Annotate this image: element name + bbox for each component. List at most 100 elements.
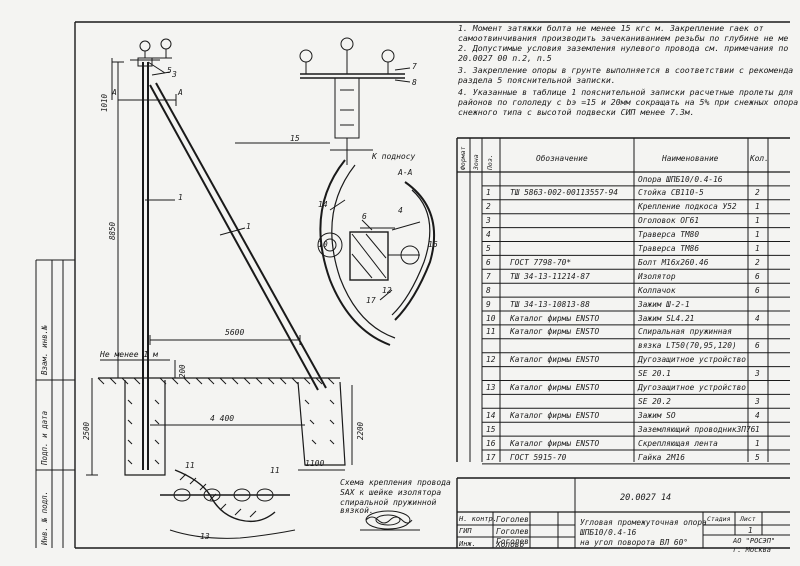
spec-name: Заземляющий проводникЗП76 <box>638 424 756 434</box>
header-designation: Обозначение <box>536 154 588 163</box>
spec-name: Опора ШПБ10/0.4-16 <box>638 174 723 184</box>
label-a-left: А <box>112 88 117 97</box>
spec-designation: Каталог фирмы ENSTO <box>510 355 600 365</box>
header-name: Наименование <box>662 154 719 163</box>
spec-designation: ГОСТ 5915-70 <box>510 452 567 462</box>
spec-name: Стойка СВ110-5 <box>638 188 704 198</box>
callout-15: 15 <box>290 134 300 143</box>
sheet-header: Лист <box>740 515 756 523</box>
spec-designation: ТШ 5863-002-00113557-94 <box>510 188 618 198</box>
spec-name: Спиральная пружинная <box>638 327 732 337</box>
spec-designation: Каталог фирмы ENSTO <box>510 438 600 448</box>
header-zone: Зона <box>472 154 480 170</box>
spec-qty: 6 <box>755 341 760 351</box>
spec-qty: 2 <box>755 188 760 198</box>
spec-qty: 3 <box>755 369 760 379</box>
scheme-caption-3: спиральной пружинной <box>340 498 437 507</box>
wire-fixing-scheme <box>160 469 420 539</box>
spec-designation: Каталог фирмы ENSTO <box>510 410 600 420</box>
spec-pos: 16 <box>486 438 496 448</box>
callout-1b: 1 <box>246 222 251 231</box>
spec-name: Дугозащитное устройство <box>638 355 746 365</box>
label-k-podnosu: К подносу <box>372 152 416 161</box>
callout-6: 6 <box>362 212 367 221</box>
spec-qty: 2 <box>755 257 760 267</box>
spec-pos: 11 <box>486 327 496 337</box>
spec-pos: 1 <box>486 188 491 198</box>
callout-5: 5 <box>167 66 172 75</box>
label-section-aa: А-А <box>398 168 413 177</box>
spec-table-grid <box>456 137 790 462</box>
callout-14: 14 <box>318 200 328 209</box>
org-line-2: г. Москва <box>733 546 771 554</box>
spec-qty: 5 <box>755 452 760 462</box>
spec-name: Гайка 2М16 <box>638 452 685 462</box>
spec-name: Зажим Ш-2-1 <box>638 299 690 309</box>
spec-designation: ГОСТ 7798-70* <box>510 257 572 267</box>
spec-pos: 13 <box>486 383 496 392</box>
spec-qty: 1 <box>755 438 760 448</box>
spec-pos: 7 <box>486 271 491 281</box>
sheet-frame <box>35 21 790 549</box>
header-pos: Поз. <box>486 154 494 170</box>
title-line-2: ШПБ10/0.4-16 <box>580 528 637 537</box>
callout-17: 17 <box>366 296 376 305</box>
note-line: 4. Указанные в таблице 1 пояснительной з… <box>458 87 794 97</box>
header-format: Формат <box>459 146 467 170</box>
title-block-grid <box>456 477 790 548</box>
note-line: 20.0027 00 п.2, п.5 <box>458 53 552 63</box>
section-a-a <box>317 159 436 346</box>
spec-pos: 4 <box>486 230 491 240</box>
spec-pos: 9 <box>486 299 491 309</box>
scheme-caption-4: вязкой. <box>340 506 374 515</box>
org-line-1: АО "РОСЭП" <box>733 537 776 545</box>
role-name-3: Холово <box>496 540 525 549</box>
spec-name: Оголовок ОГ61 <box>638 216 700 226</box>
note-line: 1. Момент затяжки болта не менее 15 кгс … <box>458 23 764 33</box>
callout-13: 13 <box>200 532 210 541</box>
spec-pos: 5 <box>486 244 491 253</box>
spec-name: Крепление подкоса У52 <box>638 202 737 212</box>
callout-1: 1 <box>178 193 183 202</box>
spec-pos: 8 <box>486 285 491 295</box>
title-line-3: на угол поворота ВЛ 60° <box>580 538 688 547</box>
spec-qty: 3 <box>755 396 760 406</box>
callout-12: 12 <box>382 286 392 295</box>
note-line: 2. Допустимые условия заземления нулевог… <box>458 43 789 53</box>
role-name-0: Гоголев <box>496 515 529 524</box>
scheme-caption-1: Схема крепления провода <box>340 478 451 487</box>
role-3: Инж. <box>459 540 476 548</box>
spec-qty: 4 <box>755 313 760 323</box>
header-qty: Кол. <box>750 154 769 163</box>
role-0: Н. контр. <box>459 515 497 523</box>
crossarm-detail <box>235 37 411 165</box>
note-line: 3. Закрепление опоры в грунте выполняетс… <box>458 65 794 75</box>
callout-16: 16 <box>428 240 438 249</box>
spec-designation: Каталог фирмы ENSTO <box>510 327 600 337</box>
stamp-inv-no: Инв. № подл. <box>40 490 49 545</box>
spec-name: Изолятор <box>638 271 676 281</box>
spec-name: SE 20.1 <box>638 369 671 379</box>
spec-pos: 3 <box>486 216 491 226</box>
spec-pos: 17 <box>486 452 496 462</box>
spec-name: SE 20.2 <box>638 396 671 406</box>
note-line: самоотвинчивания производить зачеканиван… <box>458 33 789 43</box>
role-name-2: Гоголев <box>496 537 529 546</box>
callout-4: 4 <box>398 206 403 215</box>
spec-qty: 1 <box>755 202 760 212</box>
callout-11a: 11 <box>185 461 195 470</box>
spec-qty: 6 <box>755 271 760 281</box>
spec-name: вязка LT50(70,95,120) <box>638 341 737 351</box>
spec-qty: 1 <box>755 424 760 434</box>
stamp-inv-podl: Взам. инв.№ <box>40 325 49 375</box>
spec-qty: 6 <box>755 285 760 295</box>
spec-qty: 4 <box>755 410 760 420</box>
label-a-right: А <box>178 88 183 97</box>
spec-designation: ТШ 34-13-11214-87 <box>510 271 590 281</box>
note-line: снежного типа с высотой подвески СИП мен… <box>458 107 695 117</box>
spec-pos: 6 <box>486 257 491 267</box>
callout-3: 3 <box>172 70 177 79</box>
callout-8: 8 <box>412 78 417 87</box>
title-line-1: Угловая промежуточная опора <box>580 518 707 527</box>
spec-qty: 1 <box>755 244 760 253</box>
